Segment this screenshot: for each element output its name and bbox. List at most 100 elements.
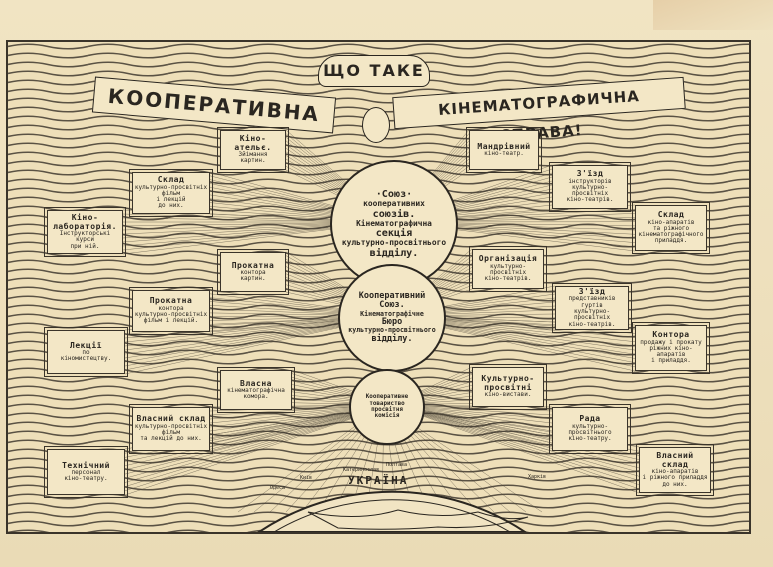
center-line: культурно-просвітнього: [348, 326, 436, 335]
box-text: кінематографічного: [638, 231, 704, 239]
box-text: культурно-просвітніх: [134, 311, 208, 319]
box-text: кіно-театрів.: [568, 320, 616, 328]
box-text: Зйімання: [238, 151, 268, 159]
center-line: Кооперативне: [365, 394, 409, 401]
box-text: фільм і лекцій.: [143, 317, 199, 325]
box-title: Організація: [478, 254, 538, 264]
box-text: Інструкторські: [59, 229, 111, 237]
box-text: персонал: [71, 468, 101, 476]
box-text: ріжних кіно-апаратів: [649, 344, 693, 359]
box-text: фільм: [161, 189, 181, 197]
globe: [257, 490, 529, 532]
box-text: кіно-апаратів: [651, 467, 699, 475]
center-line: відділу.: [369, 248, 419, 260]
box-text: кіно-вистави.: [484, 391, 532, 399]
box-text: картин.: [240, 275, 266, 283]
map-place-label: Київ: [300, 475, 313, 481]
center-line: просвітня: [371, 407, 403, 413]
box-text: кіно-театрів.: [566, 196, 614, 204]
box-text: кіномистецтву.: [60, 355, 112, 363]
box-title: Власний склад: [656, 451, 694, 469]
center-line: відділу.: [371, 333, 413, 344]
center-line: союзів.: [372, 208, 416, 220]
box-text: картин.: [240, 157, 266, 165]
box-text: культурно-просвітніх: [489, 262, 527, 277]
box-text: кіно-театру.: [64, 475, 108, 483]
box-text: комора.: [243, 393, 269, 401]
box-text: представників гуртів: [568, 295, 616, 309]
center-line: комісія: [374, 413, 400, 420]
map-place-label: Харків: [528, 474, 547, 480]
box-text: кіно-апаратів: [647, 218, 695, 226]
box-text: кінематографічна: [227, 386, 285, 394]
box-text: кіно-театр.: [484, 150, 524, 158]
center-line: ·Союз·: [375, 188, 413, 200]
box-text: кіно-театру.: [568, 435, 612, 443]
box-title: Прокатна: [149, 296, 193, 306]
box-title: Контора: [652, 330, 690, 340]
center-line: товариство: [369, 400, 405, 407]
box-title: Власний склад: [136, 414, 206, 424]
map-place-label: Полтава: [386, 462, 408, 468]
box-text: культурно-просвітнього: [568, 422, 612, 437]
box-text: по: [82, 348, 90, 356]
box-text: до них.: [662, 480, 688, 488]
box-text: культурно-просвітніх: [573, 308, 611, 322]
box-text: інструкторів: [568, 177, 612, 185]
box-title: Прокатна: [231, 260, 275, 270]
box-title: Мандрівний: [477, 141, 531, 151]
center-line: Бюро: [381, 317, 403, 327]
box-title: З'їзд: [576, 169, 604, 179]
box-title: Склад: [657, 210, 685, 220]
box-text: приладдя.: [654, 237, 688, 245]
poster: ЩО ТАКЕ КООПЕРАТИВНА КІНЕМАТОГРАФИЧНА СП…: [6, 40, 751, 534]
center-line: Кінематографічне: [360, 309, 424, 318]
paper-corner: [653, 0, 773, 30]
globe-title: УКРАЇНА: [348, 474, 409, 487]
box-text: при ній.: [70, 242, 100, 250]
box-title: Склад: [157, 175, 185, 185]
box-text: культурно-просвітніх: [571, 183, 609, 198]
box-text: кіно-театрів.: [484, 275, 532, 283]
box-text: продажу і прокату: [640, 338, 702, 346]
map-place-label: Одеса: [270, 485, 286, 491]
box-title: Власна: [240, 378, 272, 388]
box-text: та ріжного: [652, 224, 690, 232]
box-text: і лекцій: [156, 196, 186, 204]
emblem-icon: [362, 107, 390, 143]
box-text: і ріжного приладдя: [642, 474, 708, 482]
center-line: Союз.: [379, 300, 405, 311]
box-text: культурно-просвітніх: [134, 422, 208, 430]
map-place-label: Катеринослав: [343, 467, 380, 473]
box-text: до них.: [158, 202, 184, 210]
center-line: культурно-просвітнього: [341, 238, 447, 248]
box-text: і приладдя.: [651, 357, 691, 365]
box-title: Кіно-лабораторія.: [53, 213, 117, 231]
box-text: та лекцій до них.: [140, 435, 202, 443]
center-line: секція: [375, 228, 413, 240]
box-text: фільм: [161, 429, 181, 437]
box-title: Кіно-ательє.: [234, 134, 272, 152]
center-line: Кооперативний: [358, 291, 426, 301]
banner-top: ЩО ТАКЕ: [318, 55, 430, 87]
box-title: Технічний: [62, 460, 110, 470]
